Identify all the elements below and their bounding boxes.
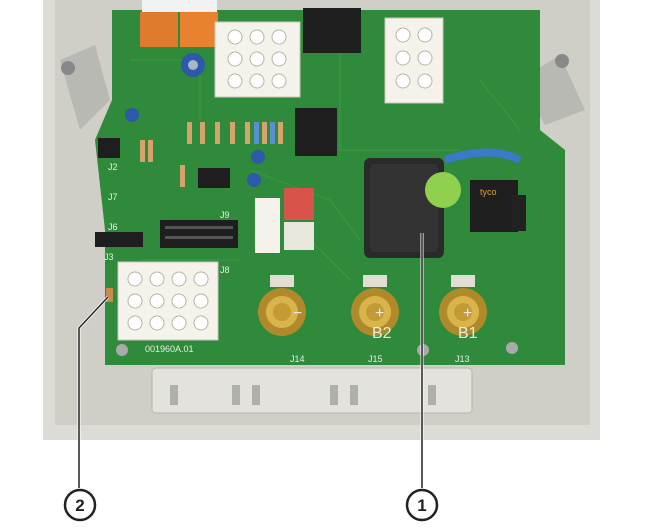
resistor-row <box>140 122 283 187</box>
red-connector <box>284 188 314 220</box>
relay-brand: tyco <box>480 187 497 197</box>
label-plus: + <box>463 305 472 322</box>
connector-2pin <box>284 222 314 250</box>
callout-number: 1 <box>417 496 426 515</box>
ic-chip <box>198 168 230 188</box>
orange-relay <box>180 12 218 47</box>
tyco-relay-small <box>303 8 361 53</box>
green-dot-sticker <box>425 172 461 208</box>
label-minus: − <box>293 305 302 322</box>
diode <box>512 195 526 231</box>
screw <box>506 342 518 354</box>
housing-clip <box>151 367 473 414</box>
connector-2pin <box>255 198 280 253</box>
label-sticker <box>142 0 217 12</box>
label-j15: J15 <box>368 354 383 364</box>
capacitor <box>125 108 139 122</box>
label-j8: J8 <box>220 265 230 275</box>
connector-j8 <box>117 261 219 341</box>
label-j3: J3 <box>104 252 114 262</box>
tyco-relay-small <box>470 180 518 232</box>
screw <box>116 344 128 356</box>
label-j9: J9 <box>220 210 230 220</box>
capacitor-top <box>188 60 198 70</box>
callout-1: 1 <box>405 233 439 522</box>
header-j3 <box>95 232 143 247</box>
label-j13: J13 <box>455 354 470 364</box>
connector-9pin <box>214 21 301 98</box>
header-j9 <box>160 220 238 248</box>
capacitor <box>251 150 265 164</box>
tyco-relay-small <box>295 108 337 156</box>
fuse-component <box>106 288 113 302</box>
terminal-post <box>439 275 487 336</box>
header-j2 <box>98 138 120 158</box>
orange-relay <box>140 12 178 47</box>
connector-6pin <box>384 17 444 104</box>
label-b1: B1 <box>458 325 478 342</box>
label-j7: J7 <box>108 192 118 202</box>
label-b2: B2 <box>372 325 392 342</box>
screw-hole-left <box>61 61 75 75</box>
board-id: 001960A.01 <box>145 344 194 354</box>
terminal-post <box>258 275 306 336</box>
blue-wire <box>443 148 522 164</box>
screw-hole-right <box>555 54 569 68</box>
label-j2: J2 <box>108 162 118 172</box>
main-relay <box>364 158 461 258</box>
terminal-post <box>351 275 399 336</box>
label-plus: + <box>375 305 384 322</box>
callout-2: 2 <box>63 295 110 522</box>
callout-number: 2 <box>75 496 84 515</box>
label-j14: J14 <box>290 354 305 364</box>
capacitor <box>247 173 261 187</box>
label-j6: J6 <box>108 222 118 232</box>
